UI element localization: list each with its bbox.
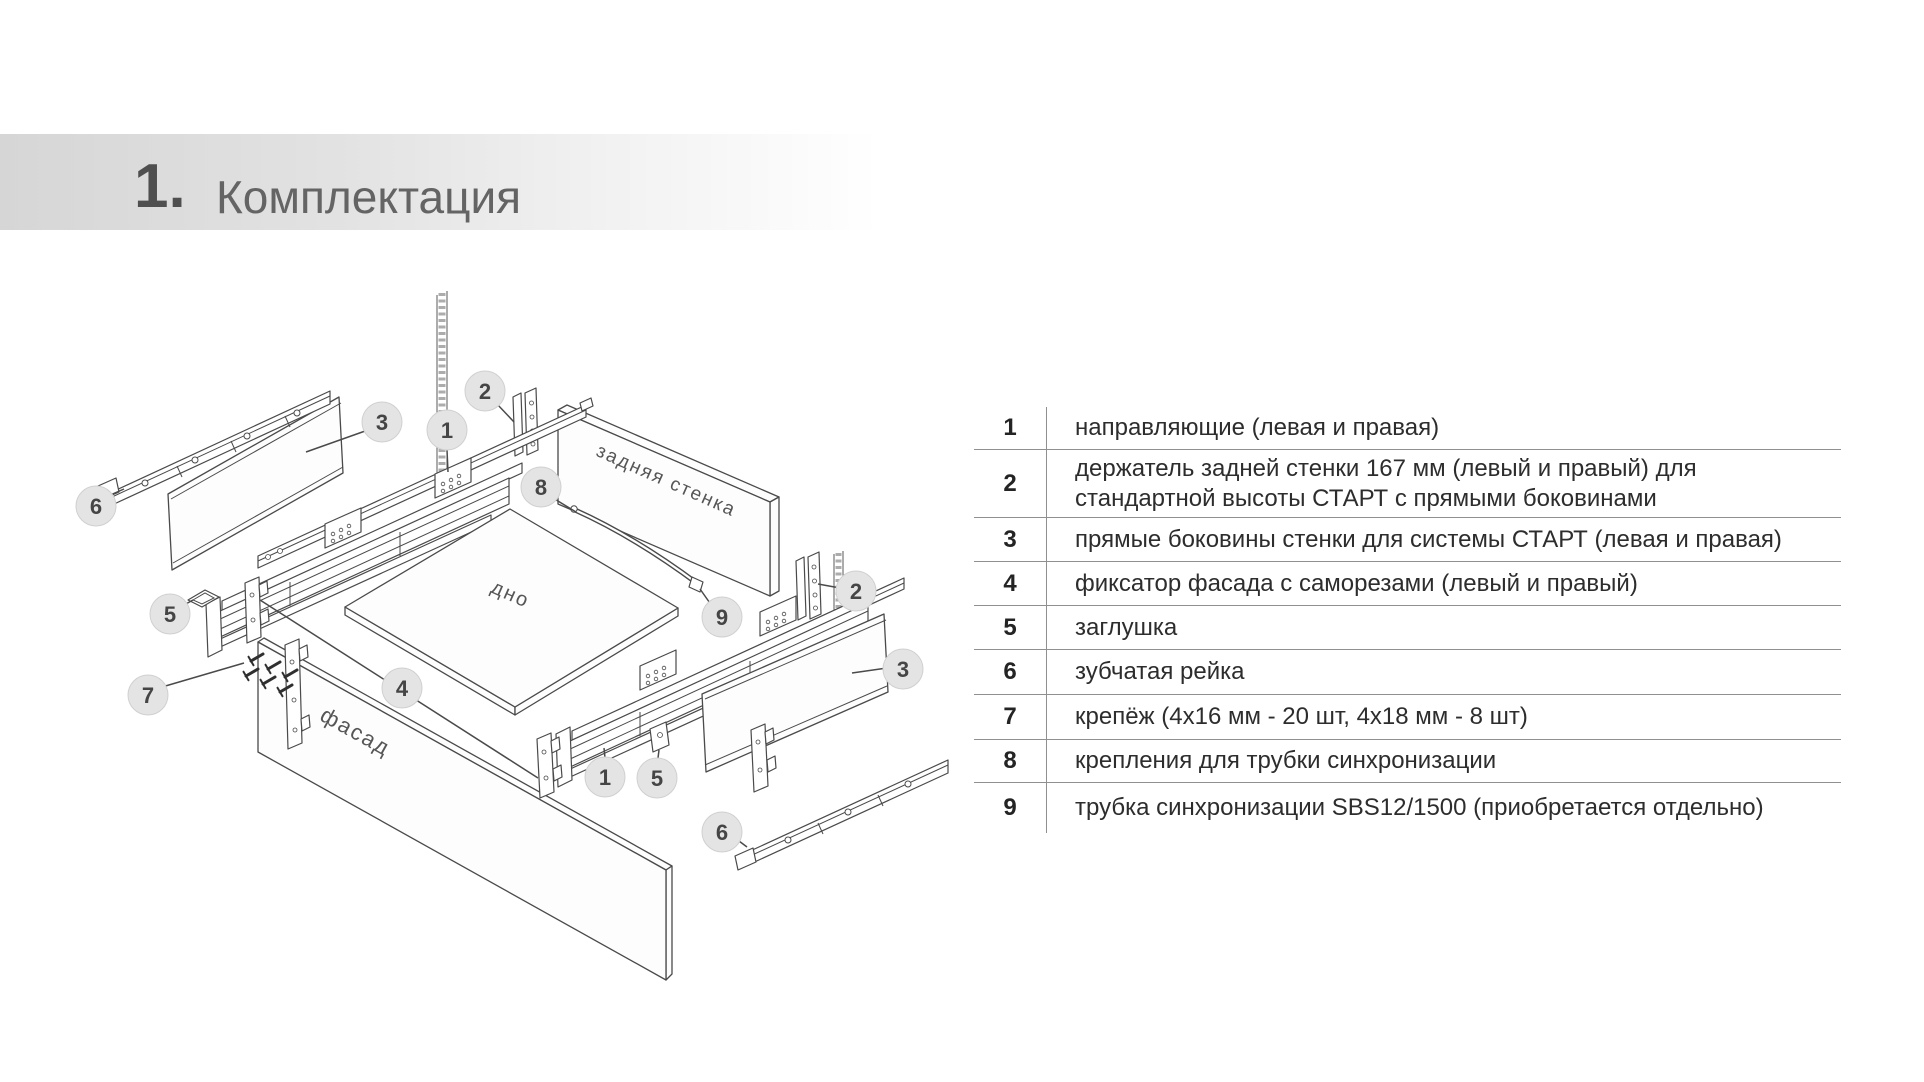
row-number: 5 <box>974 606 1047 649</box>
table-row: 9 трубка синхронизации SBS12/1500 (приоб… <box>974 783 1841 833</box>
row-number: 7 <box>974 695 1047 739</box>
svg-text:7: 7 <box>142 683 154 708</box>
row-description: крепления для трубки синхронизации <box>1075 747 1497 775</box>
table-row: 3 прямые боковины стенки для системы СТА… <box>974 518 1841 562</box>
back-wall-panel: задняя стенка <box>557 404 780 597</box>
row-number: 1 <box>974 407 1047 449</box>
callout-3-top-left: 3 <box>361 401 403 443</box>
svg-text:9: 9 <box>716 605 728 630</box>
side-panel-right <box>701 613 889 773</box>
row-description: прямые боковины стенки для системы СТАРТ… <box>1075 525 1782 553</box>
row-number: 6 <box>974 650 1047 694</box>
screws-set <box>242 652 299 698</box>
plug-bottom <box>649 721 670 753</box>
section-title: Комплектация <box>216 171 522 223</box>
svg-text:3: 3 <box>376 410 388 435</box>
row-description: трубка синхронизации SBS12/1500 (приобре… <box>1075 794 1764 822</box>
row-number: 3 <box>974 518 1047 561</box>
svg-text:2: 2 <box>479 379 491 404</box>
table-row: 2 держатель задней стенки 167 мм (левый … <box>974 450 1841 518</box>
svg-text:1: 1 <box>599 765 611 790</box>
row-number: 9 <box>974 783 1047 833</box>
svg-text:3: 3 <box>897 657 909 682</box>
callout-8: 8 <box>520 466 562 508</box>
table-row: 8 крепления для трубки синхронизации <box>974 740 1841 783</box>
carriage-assembly-left <box>205 457 523 658</box>
row-description: зубчатая рейка <box>1075 658 1245 686</box>
plug-left <box>187 589 220 608</box>
bottom-panel: дно <box>344 508 679 716</box>
callout-1-bottom: 1 <box>584 756 626 798</box>
side-panel-left <box>167 396 344 571</box>
callout-3-right: 3 <box>882 648 924 690</box>
callout-5-bottom: 5 <box>636 757 678 799</box>
callout-4: 4 <box>381 667 423 709</box>
table-row: 5 заглушка <box>974 606 1841 650</box>
tooth-rack-strip-left <box>436 291 448 487</box>
callout-7: 7 <box>127 674 169 716</box>
row-description: фиксатор фасада с саморезами (левый и пр… <box>1075 569 1638 597</box>
row-description: заглушка <box>1075 613 1178 641</box>
svg-text:5: 5 <box>651 766 663 791</box>
svg-text:6: 6 <box>90 494 102 519</box>
tooth-rail-bottom <box>734 759 949 871</box>
row-number: 2 <box>974 450 1047 517</box>
svg-text:1: 1 <box>441 418 453 443</box>
svg-text:6: 6 <box>716 820 728 845</box>
table-row: 6 зубчатая рейка <box>974 650 1841 695</box>
parts-table: 1 направляющие (левая и правая) 2 держат… <box>974 407 1841 833</box>
callout-2-right: 2 <box>835 570 877 612</box>
svg-text:8: 8 <box>535 475 547 500</box>
callout-9: 9 <box>701 596 743 638</box>
row-description: держатель задней стенки 167 мм (левый и … <box>1075 454 1697 512</box>
section-banner: 1. Комплектация <box>0 134 880 230</box>
table-row: 4 фиксатор фасада с саморезами (левый и … <box>974 562 1841 606</box>
row-number: 8 <box>974 740 1047 782</box>
row-number: 4 <box>974 562 1047 605</box>
callout-1-top: 1 <box>426 409 468 451</box>
svg-text:2: 2 <box>850 579 862 604</box>
callout-2-top: 2 <box>464 370 506 412</box>
callout-6-bottom: 6 <box>701 811 743 853</box>
row-description: направляющие (левая и правая) <box>1075 414 1440 442</box>
callout-6-left: 6 <box>75 485 117 527</box>
svg-text:5: 5 <box>164 602 176 627</box>
row-description: крепёж (4х16 мм - 20 шт, 4х18 мм - 8 шт) <box>1075 703 1528 731</box>
back-wall-holder-right <box>795 551 822 621</box>
callout-5-left: 5 <box>149 593 191 635</box>
tooth-rail-left <box>97 390 331 506</box>
section-number: 1. <box>134 152 186 221</box>
table-row: 1 направляющие (левая и правая) <box>974 407 1841 450</box>
facade-fixator-tall <box>284 638 311 750</box>
facade-fixator-left <box>244 576 270 644</box>
facade-fixator-bottom <box>536 732 563 799</box>
svg-text:4: 4 <box>396 676 409 701</box>
table-row: 7 крепёж (4х16 мм - 20 шт, 4х18 мм - 8 ш… <box>974 695 1841 740</box>
facade-panel: фасад <box>257 637 673 981</box>
facade-fixator-right <box>750 723 777 793</box>
